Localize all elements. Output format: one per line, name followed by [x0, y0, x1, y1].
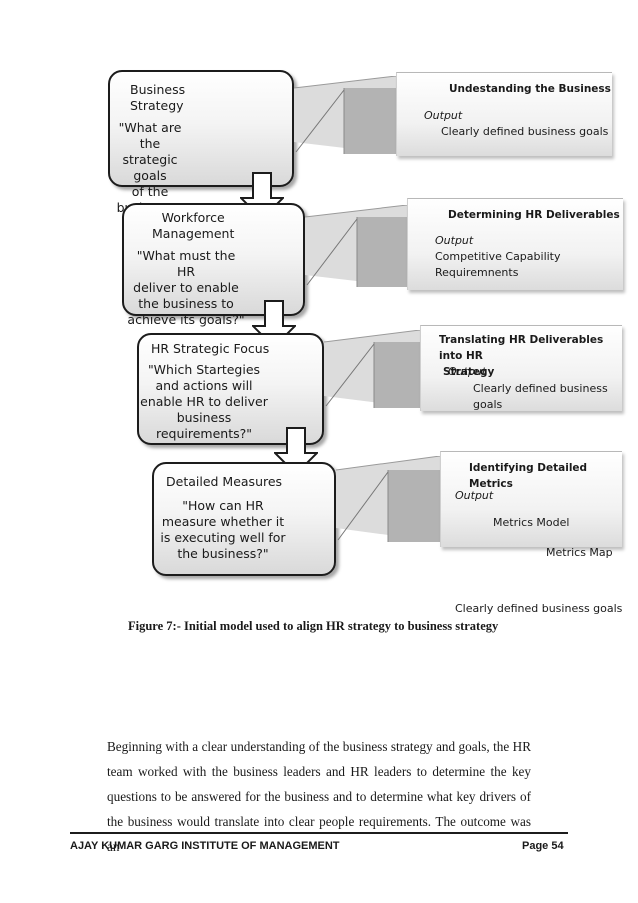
step-1-question-line: strategic goals	[122, 152, 178, 183]
step-1-panel-title: Undestanding the Business	[449, 81, 611, 97]
step-2-panel-title: Determining HR Deliverables	[448, 207, 620, 223]
step-4-question-line: "How can HR	[182, 498, 264, 513]
step-3-panel-title: Translating HR Deliverables into HR Stra…	[439, 332, 622, 380]
step-3-title-line: HR Strategic Focus	[151, 341, 270, 356]
step-3-output: Clearly defined business goals	[473, 382, 608, 411]
paragraph-line: Beginning with a clear understanding of …	[107, 739, 531, 754]
step-1-title-line: Strategy	[130, 98, 184, 113]
step-1-output: Clearly defined business goals	[441, 125, 609, 138]
step-3-panel: Translating HR Deliverables into HR Stra…	[420, 325, 622, 411]
step-4-title: Detailed Measures	[166, 474, 282, 490]
step-2-question-line: "What must the HR	[136, 248, 236, 279]
step-3-box: HR Strategic Focus "Which Startegies and…	[137, 333, 324, 445]
step-4-question-line: is executing well for	[160, 530, 286, 545]
step-4-connector	[336, 456, 440, 542]
step-1-question-line: "What are the	[118, 120, 182, 151]
step-2-output-line: Competitive Capability	[435, 250, 561, 263]
step-1-question: "What are the strategic goals of the bus…	[110, 120, 190, 216]
step-1-title: Business Strategy	[130, 82, 185, 114]
step-2-question-line: deliver to enable	[133, 280, 239, 295]
step-1-panel-title-line: Undestanding the Business	[449, 83, 611, 95]
footer-rule	[70, 832, 568, 834]
step-3-panel-title-line: Translating HR Deliverables into HR	[439, 334, 604, 362]
step-1-connector	[294, 76, 396, 154]
figure-caption: Figure 7:- Initial model used to align H…	[128, 619, 499, 633]
step-3-question-line: business	[176, 410, 232, 425]
step-4-question: "How can HR measure whether it is execut…	[154, 498, 292, 562]
step-3-panel-title-line: Strategy	[443, 366, 495, 378]
step-1-box: Business Strategy "What are the strategi…	[108, 70, 294, 215]
step-4-output-1: Metrics Model	[493, 516, 570, 529]
footer-institute: AJAY KUMAR GARG INSTITUTE OF MANAGEMENT	[70, 840, 340, 852]
step-4-box: Detailed Measures "How can HR measure wh…	[152, 462, 336, 576]
step-2-panel: Determining HR Deliverables Output Compe…	[407, 198, 623, 290]
step-4-output-2: Metrics Map	[546, 546, 613, 559]
step-4-question-line: the business?"	[177, 546, 269, 561]
step-4-question-line: measure whether it	[161, 514, 285, 529]
step-4-title-line: Detailed Measures	[166, 474, 283, 489]
step-2-title-line: Management	[152, 226, 235, 241]
step-3-question-line: and actions will	[155, 378, 253, 393]
step-4-output-label: Output	[455, 489, 494, 502]
step-4-panel: Identifying Detailed Metrics Output Metr…	[440, 451, 622, 547]
step-3-output-label: Output	[448, 365, 487, 378]
step-4-output-3: Clearly defined business goals	[455, 602, 623, 615]
step-1-panel: Undestanding the Business Output Clearly…	[396, 72, 612, 156]
step-2-box: Workforce Management "What must the HR d…	[122, 203, 305, 327]
step-2-output-line: Requiremnents	[435, 266, 519, 279]
step-4-panel-title-line: Identifying Detailed Metrics	[469, 462, 588, 490]
step-3-question-line: enable HR to deliver	[140, 394, 268, 409]
step-1-question-line: of the	[131, 184, 169, 199]
step-3-question: "Which Startegies and actions will enabl…	[139, 362, 269, 442]
step-3-title: HR Strategic Focus	[151, 341, 269, 357]
paragraph-line: team worked with the business leaders an…	[107, 764, 531, 779]
paragraph-line: the business would translate into clear …	[107, 814, 531, 854]
step-2-question-line: the business to	[138, 296, 234, 311]
step-1-output-label: Output	[424, 109, 463, 122]
step-3-connector	[324, 330, 420, 408]
step-3-question-line: requirements?"	[155, 426, 253, 441]
step-2-title: Workforce Management	[152, 210, 234, 242]
body-paragraph: Beginning with a clear understanding of …	[107, 734, 531, 859]
step-3-question-line: "Which Startegies	[147, 362, 261, 377]
step-2-question-line: achieve its goals?"	[127, 312, 245, 327]
step-2-title-line: Workforce	[161, 210, 225, 225]
step-2-question: "What must the HR deliver to enable the …	[126, 248, 246, 328]
step-2-output: Competitive Capability Requiremnents	[435, 249, 561, 281]
step-4-panel-title: Identifying Detailed Metrics	[469, 460, 622, 492]
step-2-output-label: Output	[435, 234, 474, 247]
paragraph-line: questions to be answered for the busines…	[107, 789, 531, 804]
footer-page-number: Page 54	[522, 840, 564, 852]
step-1-title-line: Business	[130, 82, 186, 97]
step-2-connector	[305, 205, 407, 287]
step-2-panel-title-line: Determining HR Deliverables	[448, 209, 620, 221]
